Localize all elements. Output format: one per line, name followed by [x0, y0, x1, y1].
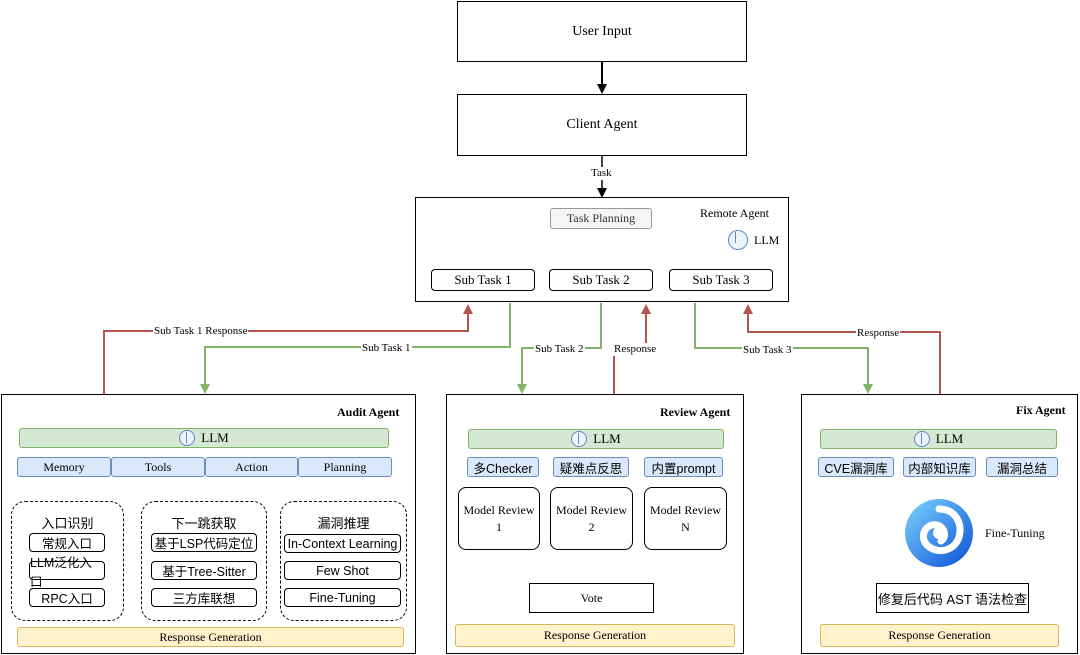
review-response-label: Response Generation — [543, 628, 647, 642]
client-agent-box: Client Agent — [457, 94, 747, 156]
audit-agent-title: Audit Agent — [337, 405, 400, 419]
model-review-index: 2 — [588, 519, 595, 534]
model-review-1: Model Review 1 — [458, 487, 540, 550]
brain-icon — [913, 431, 930, 447]
audit-reasoning-item: Few Shot — [284, 561, 401, 580]
fix-tag-cve: CVE漏洞库 — [818, 457, 894, 477]
fix-tag-label: CVE漏洞库 — [824, 461, 888, 476]
model-review-n: Model Review N — [644, 487, 727, 550]
ast-check-label: 修复后代码 AST 语法检查 — [877, 591, 1028, 607]
review-tag-checker: 多Checker — [467, 457, 539, 477]
fix-tag-label: 内部知识库 — [908, 461, 971, 476]
edge-audit-response — [103, 304, 473, 394]
audit-llm-label: LLM — [201, 430, 229, 445]
audit-tab-planning: Planning — [298, 457, 392, 477]
audit-entry-item: LLM泛化入口 — [29, 556, 105, 589]
remote-agent-title: Remote Agent — [700, 206, 769, 220]
model-review-2: Model Review 2 — [550, 487, 633, 550]
fix-tag-summary: 漏洞总结 — [986, 457, 1058, 477]
review-llm-label: LLM — [593, 431, 621, 446]
edge-label-subtask2: Sub Task 2 — [534, 343, 585, 356]
review-agent-title: Review Agent — [660, 405, 731, 419]
subtask-1-label: Sub Task 1 — [454, 272, 512, 287]
audit-tab-tools: Tools — [111, 457, 205, 477]
fix-llm-label: LLM — [935, 431, 964, 446]
model-review-index: N — [681, 519, 690, 534]
review-response-generation: Response Generation — [455, 624, 735, 647]
fix-llm-bar: LLM — [820, 429, 1057, 449]
audit-llm-bar: LLM — [19, 428, 389, 448]
review-tag-label: 多Checker — [473, 461, 533, 476]
audit-group-reasoning-heading: 漏洞推理 — [317, 516, 370, 531]
task-planning-label: Task Planning — [566, 211, 636, 225]
audit-response-generation: Response Generation — [17, 627, 404, 647]
audit-nexthop-item: 三方库联想 — [151, 588, 257, 607]
audit-response-label: Response Generation — [159, 629, 262, 644]
remote-llm-badge: LLM — [728, 230, 779, 250]
vote-box: Vote — [529, 583, 654, 613]
model-review-index: 1 — [496, 519, 502, 534]
edge-label-subtask1-response: Sub Task 1 Response — [153, 325, 249, 338]
subtask-2-box: Sub Task 2 — [549, 269, 653, 291]
user-input-label: User Input — [572, 23, 632, 39]
fix-tag-label: 漏洞总结 — [996, 461, 1047, 476]
audit-nexthop-item: 基于LSP代码定位 — [151, 533, 257, 552]
audit-tab-label: Action — [235, 459, 268, 474]
audit-tab-label: Tools — [144, 459, 172, 474]
audit-entry-item: RPC入口 — [29, 588, 105, 607]
audit-group-nexthop-heading: 下一跳获取 — [171, 516, 237, 531]
fine-tuning-logo-icon — [905, 499, 973, 567]
fix-response-label: Response Generation — [888, 628, 991, 642]
fine-tuning-label: Fine-Tuning — [985, 526, 1045, 540]
audit-tab-label: Planning — [323, 459, 367, 474]
audit-tab-label: Memory — [43, 459, 85, 474]
review-tag-label: 内置prompt — [651, 461, 716, 476]
review-tag-prompt: 内置prompt — [644, 457, 723, 477]
subtask-3-label: Sub Task 3 — [692, 272, 750, 287]
edge-label-response-right: Response — [856, 327, 901, 340]
audit-entry-item: 常规入口 — [29, 533, 105, 552]
audit-reasoning-item: In-Context Learning — [284, 534, 401, 553]
vote-label: Vote — [580, 590, 603, 605]
audit-tab-memory: Memory — [17, 457, 111, 477]
review-tag-label: 疑难点反思 — [559, 461, 623, 476]
edge-label-subtask3: Sub Task 3 — [742, 344, 793, 357]
edge-label-subtask1: Sub Task 1 — [361, 342, 412, 355]
edge-subtask1-to-audit — [200, 303, 511, 394]
audit-group-entry-heading: 入口识别 — [41, 516, 94, 531]
ast-check-box: 修复后代码 AST 语法检查 — [876, 583, 1029, 613]
user-input-box: User Input — [457, 1, 747, 62]
audit-nexthop-item: 基于Tree-Sitter — [151, 561, 257, 580]
brain-icon — [571, 431, 588, 447]
subtask-1-box: Sub Task 1 — [431, 269, 535, 291]
fix-tag-knowledge: 内部知识库 — [903, 457, 976, 477]
remote-llm-label: LLM — [754, 232, 780, 247]
audit-reasoning-item: Fine-Tuning — [284, 588, 401, 607]
model-review-label: Model Review — [650, 502, 721, 517]
subtask-2-label: Sub Task 2 — [572, 272, 630, 287]
review-llm-bar: LLM — [468, 429, 724, 449]
fix-agent-title: Fix Agent — [1016, 403, 1066, 417]
audit-tab-action: Action — [205, 457, 298, 477]
review-tag-reflection: 疑难点反思 — [553, 457, 629, 477]
brain-icon — [179, 430, 196, 446]
fix-response-generation: Response Generation — [820, 624, 1059, 647]
edge-fix-response — [743, 304, 941, 394]
edge-label-response-mid: Response — [613, 343, 658, 356]
brain-icon — [728, 230, 748, 250]
model-review-label: Model Review — [556, 502, 627, 517]
model-review-label: Model Review — [463, 502, 535, 517]
task-planning-box: Task Planning — [550, 208, 652, 229]
client-agent-label: Client Agent — [566, 117, 638, 132]
task-edge-label: Task — [590, 167, 613, 180]
subtask-3-box: Sub Task 3 — [669, 269, 773, 291]
